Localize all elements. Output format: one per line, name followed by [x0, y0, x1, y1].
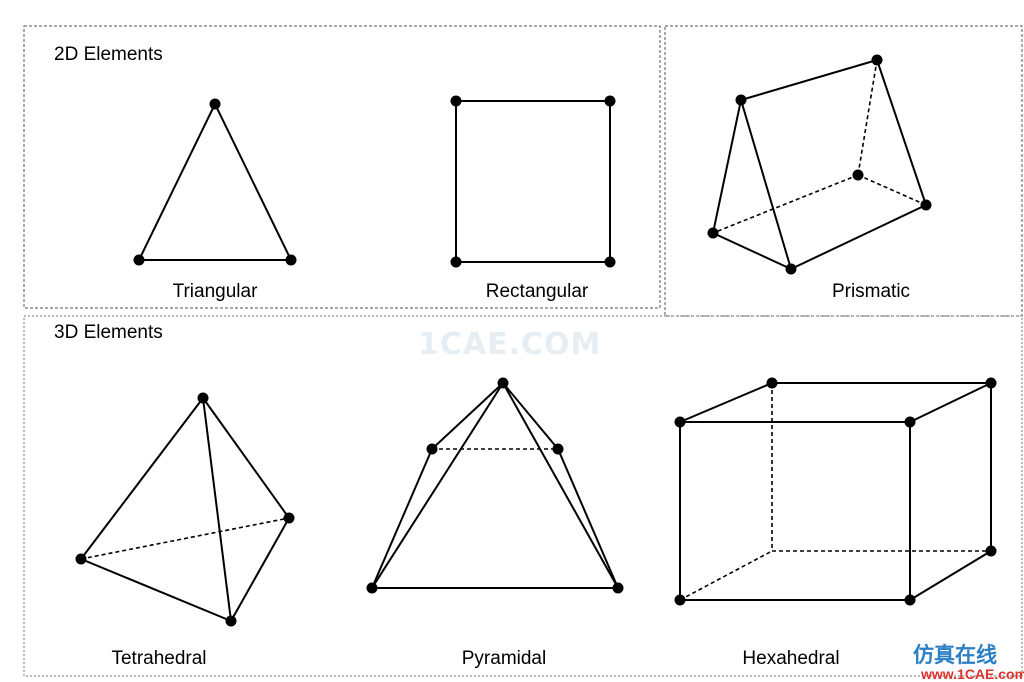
triangle-edges [137, 101, 293, 261]
node [852, 169, 864, 181]
node [904, 416, 916, 428]
node [904, 594, 916, 606]
node [707, 227, 719, 239]
node [604, 95, 616, 107]
edge [909, 382, 992, 423]
watermark-corner-cn: 仿真在线 [913, 643, 997, 667]
node [785, 263, 797, 275]
edge [502, 382, 559, 450]
node [285, 254, 297, 266]
node [75, 553, 87, 565]
node [450, 95, 462, 107]
label-triangular: Triangular [173, 281, 259, 302]
prismatic-box [664, 25, 1023, 317]
edge [740, 59, 878, 101]
node [209, 98, 221, 110]
edge [712, 99, 742, 234]
node [197, 392, 209, 404]
hidden-edge [857, 174, 927, 206]
edge [557, 448, 619, 589]
hidden-edge [857, 59, 878, 176]
node [871, 54, 883, 66]
node [985, 377, 997, 389]
node [450, 256, 462, 268]
prismatic-element [707, 54, 932, 275]
2d-elements-box [23, 25, 661, 309]
node [920, 199, 932, 211]
node [604, 256, 616, 268]
watermark-center: 1CAE.COM [418, 327, 601, 362]
edge [909, 550, 992, 601]
section-title-2d: 2D Elements [54, 44, 163, 65]
edge [740, 99, 792, 270]
label-prismatic: Prismatic [832, 281, 910, 302]
edge [80, 558, 232, 622]
node [735, 94, 747, 106]
label-pyramidal: Pyramidal [462, 648, 546, 669]
node [674, 594, 686, 606]
pyramidal-element [366, 377, 624, 594]
node [674, 416, 686, 428]
rectangle-edges [455, 100, 611, 263]
node [283, 512, 295, 524]
edge [371, 448, 433, 589]
node [497, 377, 509, 389]
node [366, 582, 378, 594]
triangular-element [133, 98, 297, 266]
node [426, 443, 438, 455]
hidden-edge [679, 550, 773, 601]
hidden-edge [712, 174, 859, 234]
edge [502, 382, 619, 589]
node [225, 615, 237, 627]
edge [230, 517, 290, 622]
rectangular-element [450, 95, 616, 268]
node [612, 582, 624, 594]
node [552, 443, 564, 455]
label-rectangular: Rectangular [486, 281, 589, 302]
edge [712, 232, 792, 270]
node [985, 545, 997, 557]
hidden-edge [80, 517, 290, 560]
label-tetrahedral: Tetrahedral [111, 648, 206, 669]
edge [371, 382, 504, 589]
edge [431, 382, 504, 450]
edge [202, 397, 290, 519]
section-title-3d: 3D Elements [54, 322, 163, 343]
label-hexahedral: Hexahedral [742, 648, 839, 669]
watermark-corner-url: www.1CAE.com [920, 666, 1024, 682]
edge [202, 397, 232, 622]
node [766, 377, 778, 389]
tetrahedral-element [75, 392, 295, 627]
hexahedral-element [674, 377, 997, 606]
edge [876, 59, 927, 206]
edge [679, 382, 773, 423]
edge [80, 397, 204, 560]
edge [790, 204, 927, 270]
node [133, 254, 145, 266]
3d-elements-box [23, 315, 1023, 677]
